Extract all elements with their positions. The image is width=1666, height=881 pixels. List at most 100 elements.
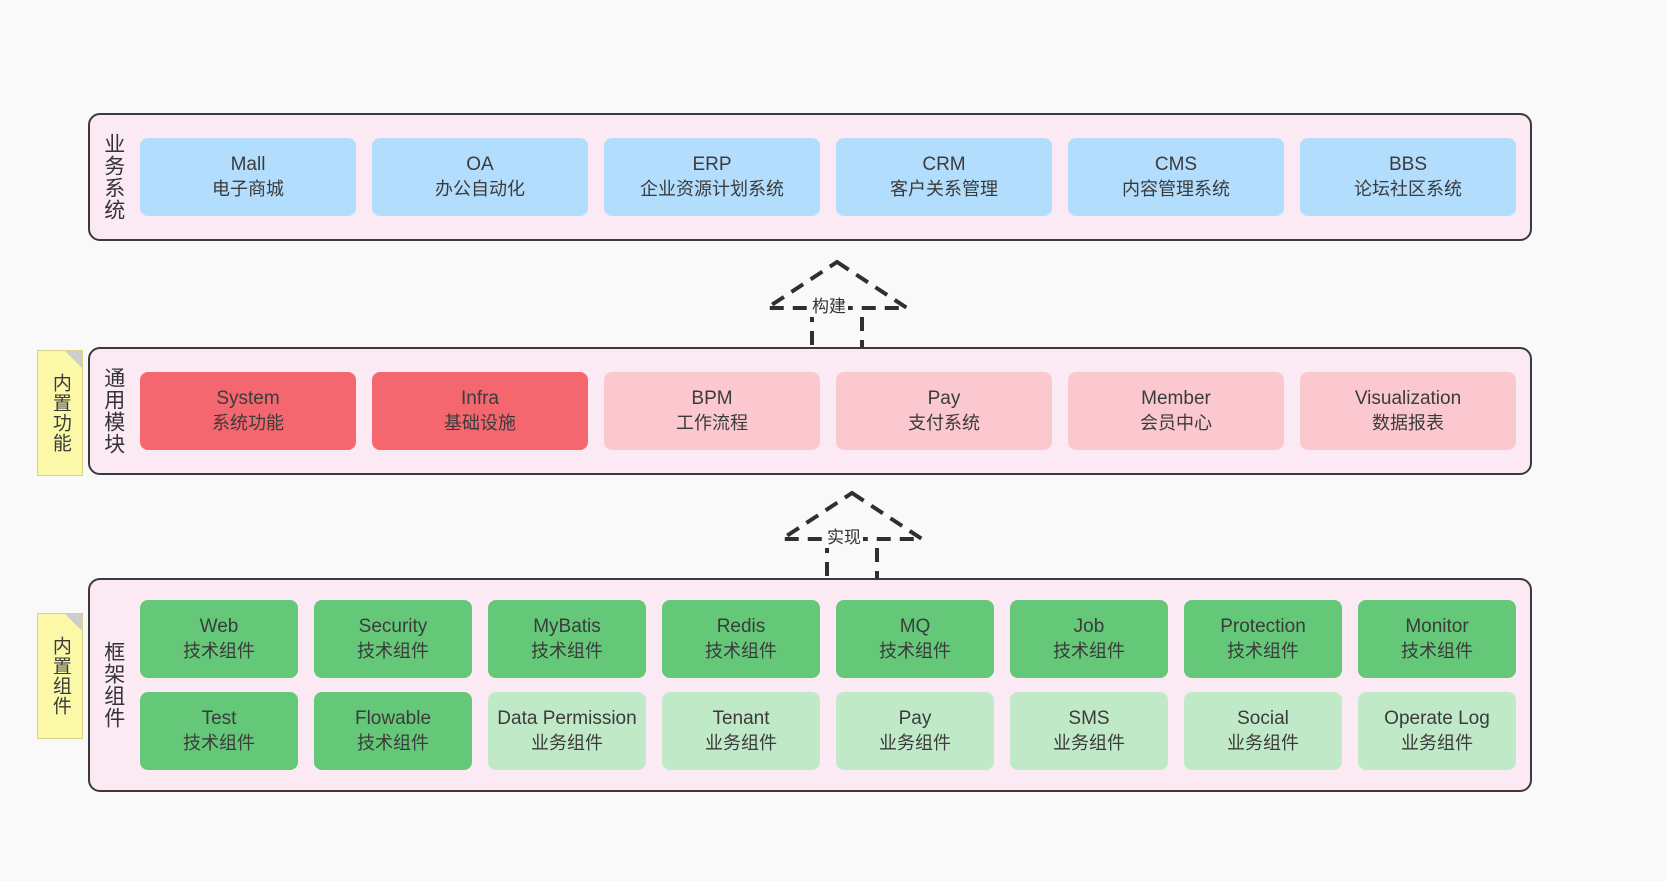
card-bbs[interactable]: BBS 论坛社区系统 bbox=[1300, 138, 1516, 216]
arrow-implement: 实现 bbox=[767, 487, 937, 587]
card-subtitle: 技术组件 bbox=[1401, 640, 1473, 661]
card-oa[interactable]: OA 办公自动化 bbox=[372, 138, 588, 216]
card-tenant[interactable]: Tenant 业务组件 bbox=[662, 692, 820, 770]
card-title: Security bbox=[358, 616, 428, 638]
card-title: CRM bbox=[922, 154, 966, 176]
layer-business-system: 业务系统 Mall 电子商城 OA 办公自动化 ERP 企业资源计划系统 CRM… bbox=[88, 113, 1532, 241]
card-title: Test bbox=[201, 708, 237, 730]
card-subtitle: 业务组件 bbox=[1053, 732, 1125, 753]
card-title: MQ bbox=[899, 616, 931, 638]
card-row: Test 技术组件 Flowable 技术组件 Data Permission … bbox=[140, 692, 1516, 770]
card-subtitle: 办公自动化 bbox=[435, 178, 525, 199]
card-title: MyBatis bbox=[533, 616, 601, 638]
card-security[interactable]: Security 技术组件 bbox=[314, 600, 472, 678]
card-operate-log[interactable]: Operate Log 业务组件 bbox=[1358, 692, 1516, 770]
card-subtitle: 技术组件 bbox=[183, 732, 255, 753]
card-title: Pay bbox=[927, 388, 961, 410]
card-title: Infra bbox=[460, 388, 500, 410]
card-title: OA bbox=[466, 154, 494, 176]
card-subtitle: 业务组件 bbox=[879, 732, 951, 753]
card-job[interactable]: Job 技术组件 bbox=[1010, 600, 1168, 678]
card-sms[interactable]: SMS 业务组件 bbox=[1010, 692, 1168, 770]
layer-title-business-system: 业务系统 bbox=[101, 133, 125, 221]
card-title: Tenant bbox=[712, 708, 770, 730]
layer-framework-components: 框架组件 Web 技术组件 Security 技术组件 MyBatis 技术组件… bbox=[88, 578, 1532, 792]
card-title: Web bbox=[199, 616, 239, 638]
arrow-implement-label: 实现 bbox=[825, 523, 863, 548]
card-subtitle: 系统功能 bbox=[212, 412, 284, 433]
card-title: Flowable bbox=[354, 708, 432, 730]
card-social[interactable]: Social 业务组件 bbox=[1184, 692, 1342, 770]
card-subtitle: 论坛社区系统 bbox=[1354, 178, 1462, 199]
card-subtitle: 业务组件 bbox=[705, 732, 777, 753]
card-subtitle: 电子商城 bbox=[212, 178, 284, 199]
card-test[interactable]: Test 技术组件 bbox=[140, 692, 298, 770]
note-label: 内置功能 bbox=[49, 373, 71, 453]
layer-title-framework-components: 框架组件 bbox=[101, 641, 125, 729]
layer-body-framework-components: Web 技术组件 Security 技术组件 MyBatis 技术组件 Redi… bbox=[136, 580, 1530, 790]
card-title: Mall bbox=[230, 154, 266, 176]
card-bpm[interactable]: BPM 工作流程 bbox=[604, 372, 820, 450]
card-system[interactable]: System 系统功能 bbox=[140, 372, 356, 450]
card-redis[interactable]: Redis 技术组件 bbox=[662, 600, 820, 678]
card-subtitle: 业务组件 bbox=[1227, 732, 1299, 753]
card-subtitle: 企业资源计划系统 bbox=[640, 178, 784, 199]
card-title: BBS bbox=[1388, 154, 1428, 176]
card-infra[interactable]: Infra 基础设施 bbox=[372, 372, 588, 450]
card-subtitle: 工作流程 bbox=[676, 412, 748, 433]
card-title: Protection bbox=[1220, 616, 1306, 638]
card-subtitle: 技术组件 bbox=[705, 640, 777, 661]
card-title: BPM bbox=[691, 388, 733, 410]
card-subtitle: 基础设施 bbox=[444, 412, 516, 433]
card-row: System 系统功能 Infra 基础设施 BPM 工作流程 Pay 支付系统… bbox=[140, 372, 1516, 450]
card-web[interactable]: Web 技术组件 bbox=[140, 600, 298, 678]
card-data-permission[interactable]: Data Permission 业务组件 bbox=[488, 692, 646, 770]
card-title: Monitor bbox=[1405, 616, 1469, 638]
card-erp[interactable]: ERP 企业资源计划系统 bbox=[604, 138, 820, 216]
card-title: ERP bbox=[692, 154, 732, 176]
card-mall[interactable]: Mall 电子商城 bbox=[140, 138, 356, 216]
layer-body-common-modules: System 系统功能 Infra 基础设施 BPM 工作流程 Pay 支付系统… bbox=[136, 349, 1530, 473]
card-subtitle: 技术组件 bbox=[531, 640, 603, 661]
card-subtitle: 技术组件 bbox=[1227, 640, 1299, 661]
card-subtitle: 会员中心 bbox=[1140, 412, 1212, 433]
layer-common-modules: 通用模块 System 系统功能 Infra 基础设施 BPM 工作流程 Pay… bbox=[88, 347, 1532, 475]
card-member[interactable]: Member 会员中心 bbox=[1068, 372, 1284, 450]
card-subtitle: 业务组件 bbox=[1401, 732, 1473, 753]
card-title: SMS bbox=[1068, 708, 1110, 730]
card-mq[interactable]: MQ 技术组件 bbox=[836, 600, 994, 678]
card-subtitle: 技术组件 bbox=[879, 640, 951, 661]
card-visualization[interactable]: Visualization 数据报表 bbox=[1300, 372, 1516, 450]
layer-body-business-system: Mall 电子商城 OA 办公自动化 ERP 企业资源计划系统 CRM 客户关系… bbox=[136, 115, 1530, 239]
card-row: Mall 电子商城 OA 办公自动化 ERP 企业资源计划系统 CRM 客户关系… bbox=[140, 138, 1516, 216]
card-title: System bbox=[216, 388, 280, 410]
card-title: Redis bbox=[716, 616, 766, 638]
card-row: Web 技术组件 Security 技术组件 MyBatis 技术组件 Redi… bbox=[140, 600, 1516, 678]
card-flowable[interactable]: Flowable 技术组件 bbox=[314, 692, 472, 770]
card-subtitle: 技术组件 bbox=[357, 640, 429, 661]
card-subtitle: 客户关系管理 bbox=[890, 178, 998, 199]
arrow-build-label: 构建 bbox=[810, 292, 848, 317]
note-builtin-components: 内置组件 bbox=[37, 613, 83, 739]
card-monitor[interactable]: Monitor 技术组件 bbox=[1358, 600, 1516, 678]
card-subtitle: 技术组件 bbox=[357, 732, 429, 753]
card-subtitle: 技术组件 bbox=[1053, 640, 1125, 661]
card-title: CMS bbox=[1154, 154, 1198, 176]
card-pay[interactable]: Pay 支付系统 bbox=[836, 372, 1052, 450]
card-title: Member bbox=[1141, 388, 1211, 410]
card-title: Pay bbox=[898, 708, 932, 730]
card-pay-business[interactable]: Pay 业务组件 bbox=[836, 692, 994, 770]
card-subtitle: 业务组件 bbox=[531, 732, 603, 753]
card-title: Data Permission bbox=[497, 708, 637, 730]
card-title: Operate Log bbox=[1384, 708, 1490, 730]
card-protection[interactable]: Protection 技术组件 bbox=[1184, 600, 1342, 678]
arrow-build: 构建 bbox=[752, 256, 922, 356]
card-cms[interactable]: CMS 内容管理系统 bbox=[1068, 138, 1284, 216]
note-label: 内置组件 bbox=[49, 636, 71, 716]
card-subtitle: 数据报表 bbox=[1372, 412, 1444, 433]
card-mybatis[interactable]: MyBatis 技术组件 bbox=[488, 600, 646, 678]
layer-title-common-modules: 通用模块 bbox=[101, 367, 125, 455]
card-subtitle: 技术组件 bbox=[183, 640, 255, 661]
card-crm[interactable]: CRM 客户关系管理 bbox=[836, 138, 1052, 216]
